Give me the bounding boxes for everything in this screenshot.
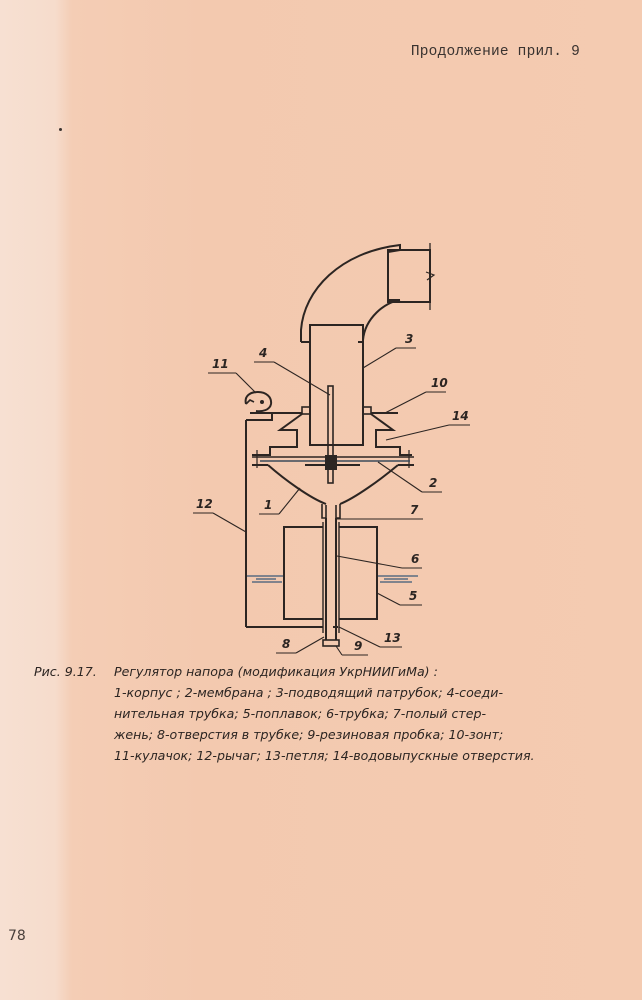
label-11-cam: 11 xyxy=(212,357,229,371)
figure-caption: Рис. 9.17. Регулятор напора (модификация … xyxy=(34,661,634,766)
caption-legend-line: 1-корпус ; 2-мембрана ; 3-подводящий пат… xyxy=(114,685,503,700)
figure-title: Регулятор напора (модификация УкрНИИГиМа… xyxy=(114,664,438,679)
label-8-tube-holes: 8 xyxy=(282,637,291,651)
label-12-lever: 12 xyxy=(196,497,213,511)
label-4-connecting-tube: 4 xyxy=(259,346,268,360)
caption-legend-line: 11-кулачок; 12-рычаг; 13-петля; 14-водов… xyxy=(114,748,535,763)
running-head: Продолжение прил. 9 xyxy=(410,44,580,60)
label-2-membrane: 2 xyxy=(429,476,438,490)
caption-legend-line: жень; 8-отверстия в трубке; 9-резиновая … xyxy=(114,727,504,742)
figure-number: Рис. 9.17. xyxy=(34,664,97,679)
label-3-supply-pipe: 3 xyxy=(405,332,414,346)
label-10-umbrella: 10 xyxy=(431,376,448,390)
label-7-hollow-rod: 7 xyxy=(410,503,419,517)
page-number: 78 xyxy=(8,928,26,944)
label-14-outlet-holes: 14 xyxy=(452,409,469,423)
label-6-tube: 6 xyxy=(411,552,420,566)
label-9-rubber-plug: 9 xyxy=(354,639,363,653)
scan-speck xyxy=(59,128,62,131)
figure-pressure-regulator: 11 4 3 10 14 2 1 12 7 6 5 8 9 13 xyxy=(193,243,470,656)
label-1-body: 1 xyxy=(264,498,273,512)
regulator-diagram xyxy=(193,243,470,656)
label-13-loop: 13 xyxy=(384,631,401,645)
caption-title-row: Рис. 9.17. Регулятор напора (модификация … xyxy=(34,661,634,682)
caption-legend-line: нительная трубка; 5-поплавок; 6-трубка; … xyxy=(114,706,487,721)
label-5-float: 5 xyxy=(409,589,418,603)
